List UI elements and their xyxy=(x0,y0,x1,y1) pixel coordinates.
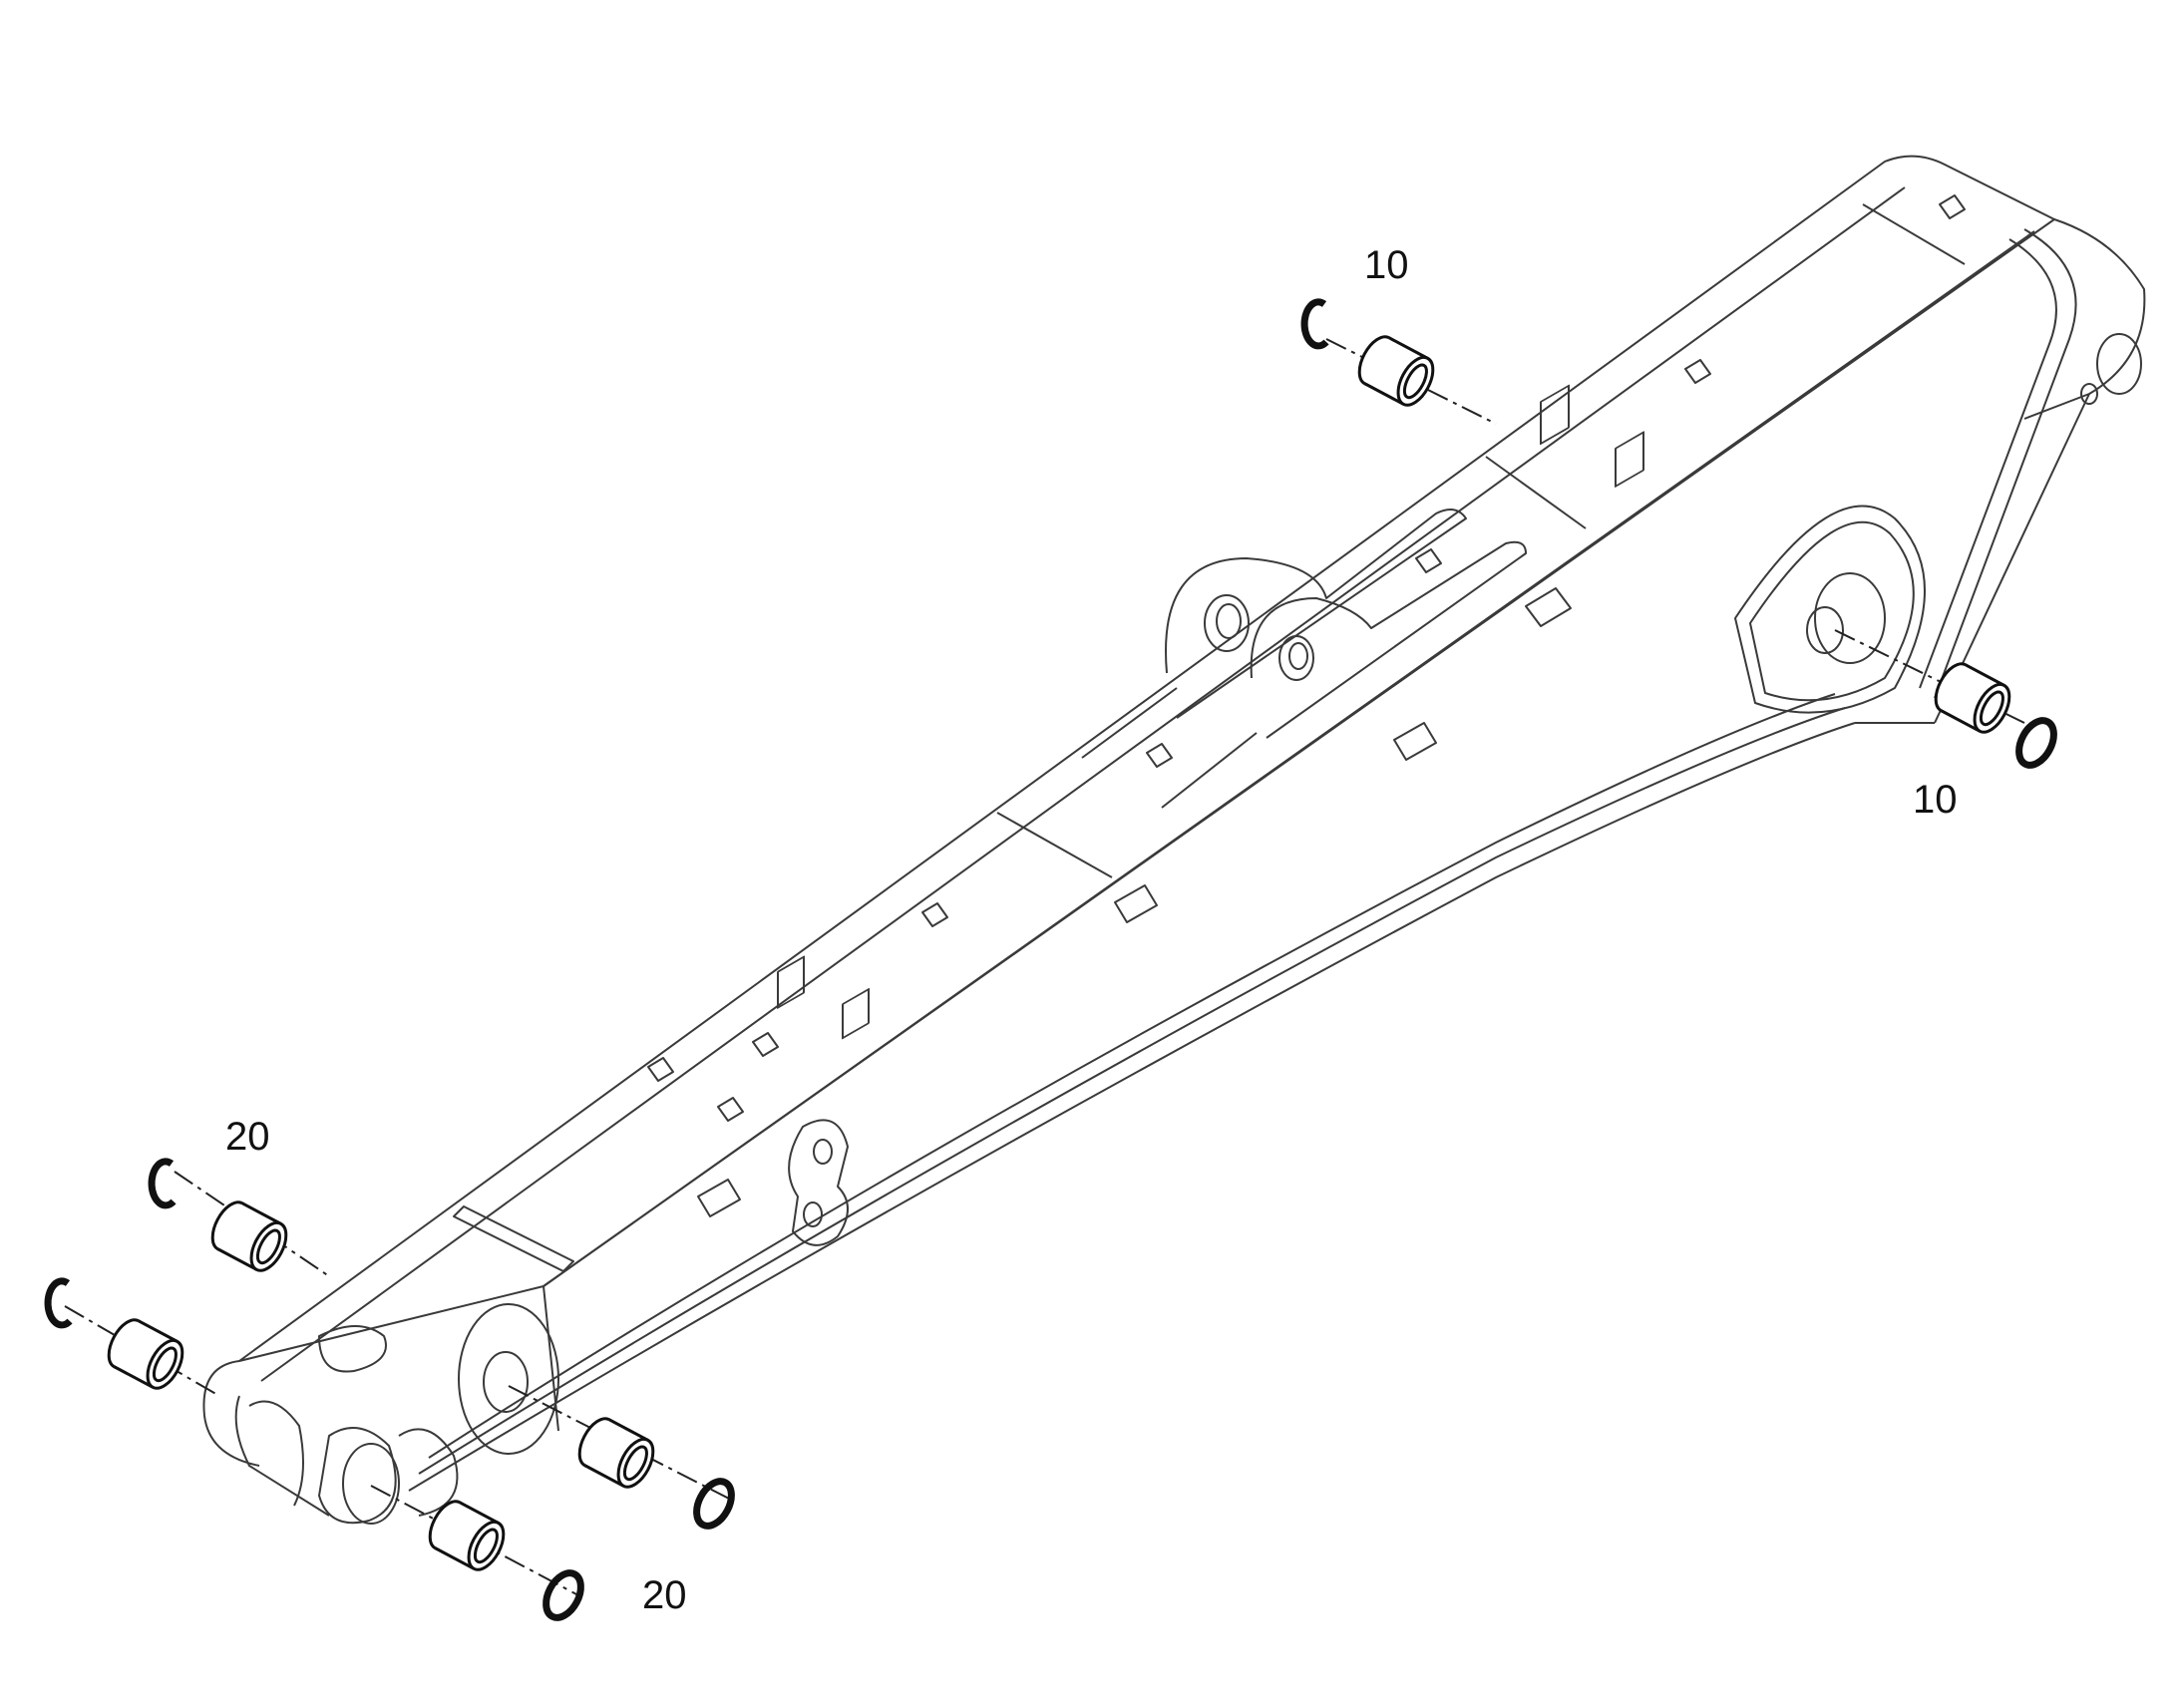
part-ring-bottom-upper xyxy=(689,1476,738,1532)
part-ring-bottom-lower xyxy=(539,1567,587,1623)
callout-label-left: 20 xyxy=(225,1115,270,1159)
part-clip-left-lower xyxy=(48,1281,70,1325)
center-lines xyxy=(64,338,2025,1596)
boom-body xyxy=(202,155,2146,1525)
part-clip-left-upper xyxy=(152,1162,174,1205)
part-bushing-top-right xyxy=(1350,329,1442,413)
part-bushing-left-lower xyxy=(100,1312,191,1396)
part-ring-right xyxy=(2011,715,2060,771)
part-bushing-left-upper xyxy=(203,1195,295,1278)
callout-label-top-right: 10 xyxy=(1364,243,1409,287)
part-clip-top-right xyxy=(1304,302,1326,346)
part-bushing-bottom-lower xyxy=(421,1494,513,1577)
callout-label-bottom: 20 xyxy=(642,1573,687,1617)
callout-label-right: 10 xyxy=(1913,778,1958,822)
part-bushing-right xyxy=(1927,656,2018,740)
